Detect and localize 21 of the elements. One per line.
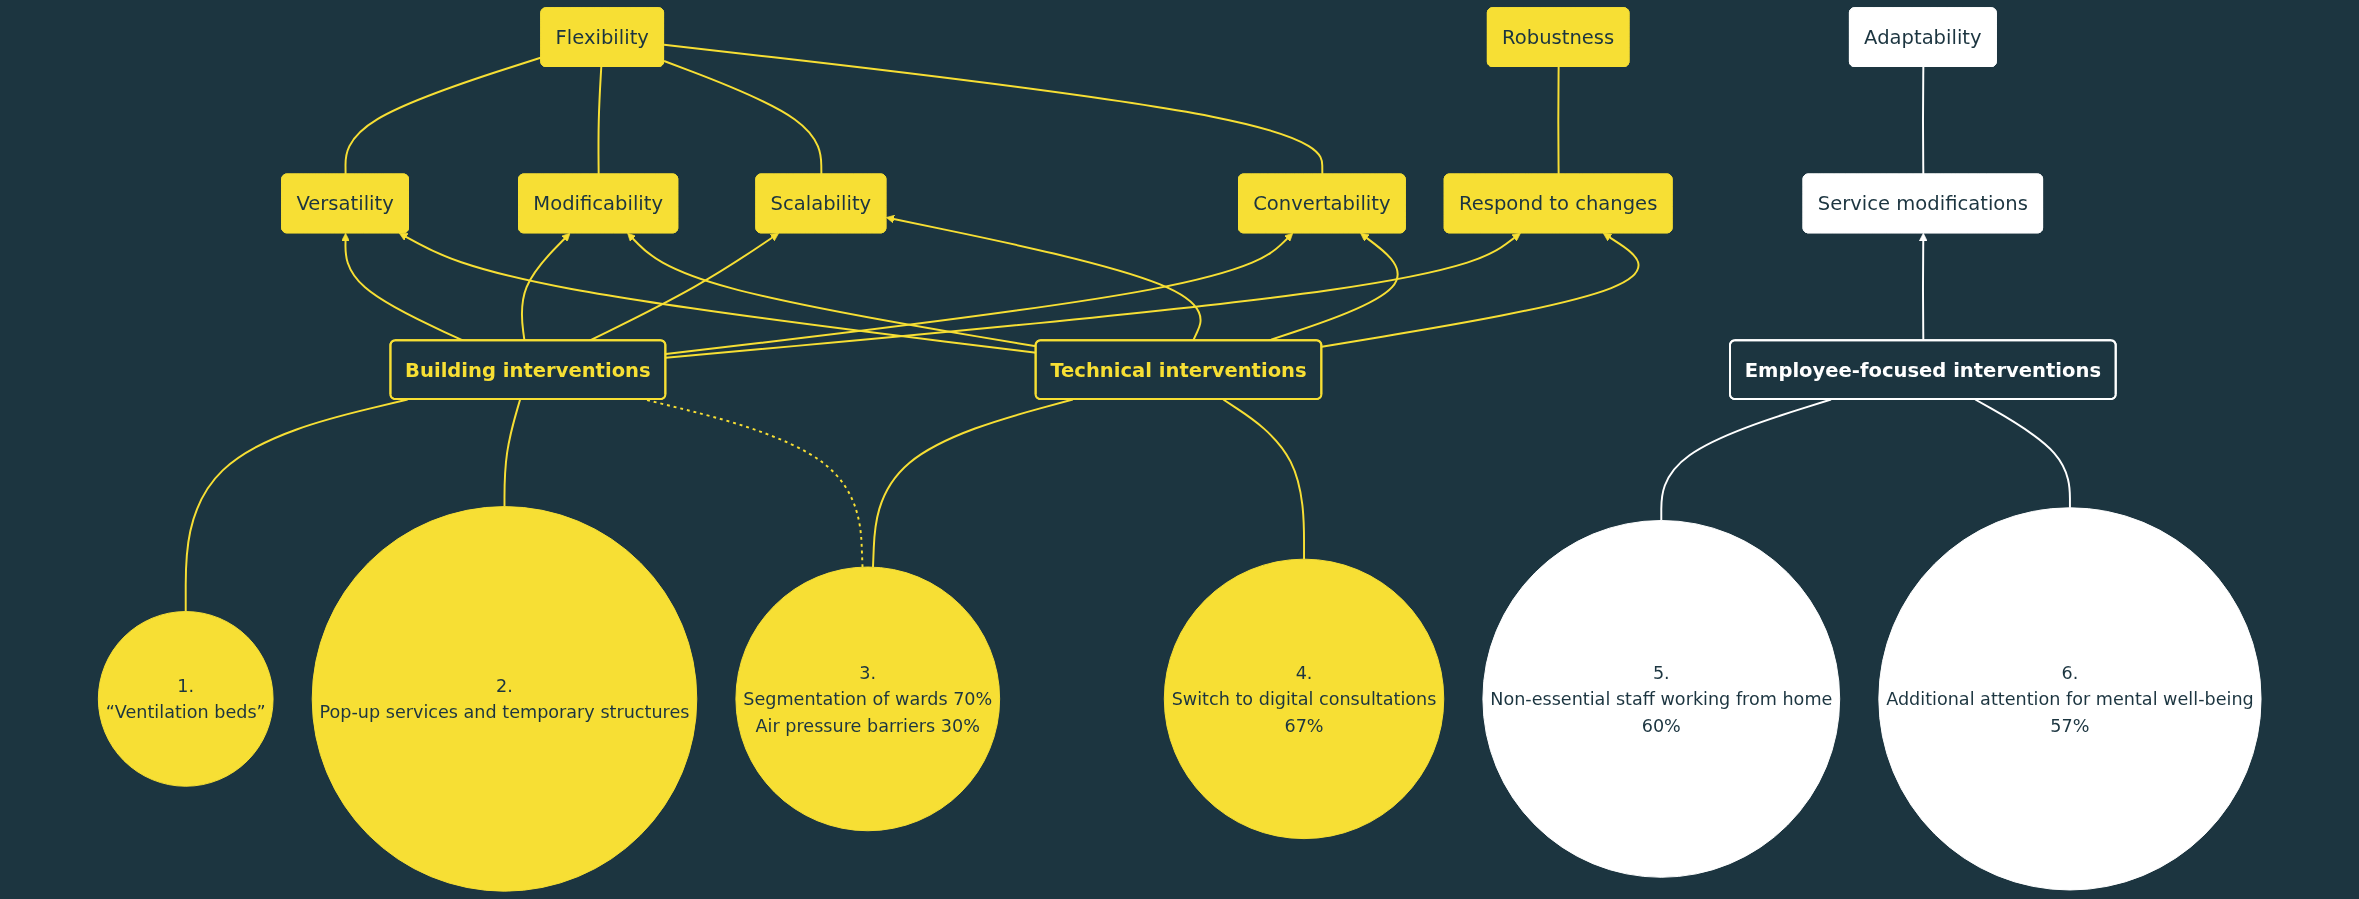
connector — [1222, 398, 1305, 561]
connector — [662, 43, 1324, 176]
node-circle: 1. “Ventilation beds” — [97, 611, 274, 787]
arrow — [885, 214, 1202, 342]
connector — [1974, 398, 2071, 509]
node-circle: 3. Segmentation of wards 70% Air pressure barriers 30% — [735, 566, 1000, 832]
connector — [184, 398, 409, 613]
node-circle: 6. Additional attention for mental well-being 57% — [1878, 507, 2262, 891]
connector — [1921, 66, 1925, 176]
node-circle: 5. Non-essential staff working from home 60% — [1482, 520, 1840, 878]
connector — [662, 60, 823, 176]
arrow — [1320, 232, 1640, 348]
connector — [871, 398, 1074, 569]
node-circle: 4. Switch to digital consultations 67% — [1163, 558, 1445, 840]
connector — [597, 66, 603, 176]
connector — [1660, 398, 1832, 522]
connector — [503, 398, 521, 508]
arrow — [520, 232, 571, 342]
arrow — [1918, 232, 1928, 342]
connector — [1557, 66, 1560, 176]
node-circle: 2. Pop-up services and temporary structures — [311, 506, 698, 892]
